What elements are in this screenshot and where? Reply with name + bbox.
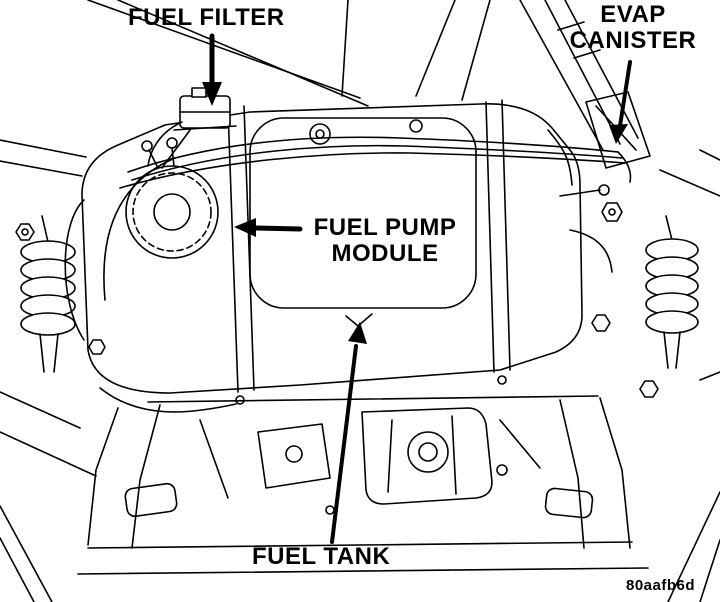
figure-code: 80aafb6d [626, 577, 696, 594]
fuel-pump-module-drawing [125, 137, 219, 259]
fuel-pump-module-arrow [234, 218, 303, 237]
frame-lines [0, 0, 720, 477]
fuel-tank-label: FUEL TANK [252, 543, 391, 570]
fuel-lines [99, 129, 627, 413]
evap-canister-drawing [519, 0, 651, 183]
callout-arrows [202, 33, 632, 544]
undercarriage [0, 395, 720, 602]
fuel-tank-arrow [330, 322, 367, 544]
evap-canister-label-line2: CANISTER [569, 26, 697, 54]
evap-canister-label: EVAP CANISTER [558, 2, 708, 54]
tank-straps [227, 99, 511, 405]
fuel-tank-outline [64, 103, 613, 394]
evap-canister-label-line1: EVAP [600, 1, 666, 28]
fuel-filter-label: FUEL FILTER [128, 4, 285, 31]
left-coil-spring [15, 215, 106, 373]
fuel-pump-module-label-line2: MODULE [331, 239, 439, 267]
fuel-pump-module-label-line1: FUEL PUMP [313, 214, 457, 241]
fuel-pump-module-label: FUEL PUMP MODULE [300, 215, 470, 267]
right-coil-spring [591, 202, 699, 398]
fuel-filter-arrow [202, 33, 222, 106]
evap-canister-arrow [609, 60, 632, 144]
fuel-filter-drawing [147, 87, 237, 167]
